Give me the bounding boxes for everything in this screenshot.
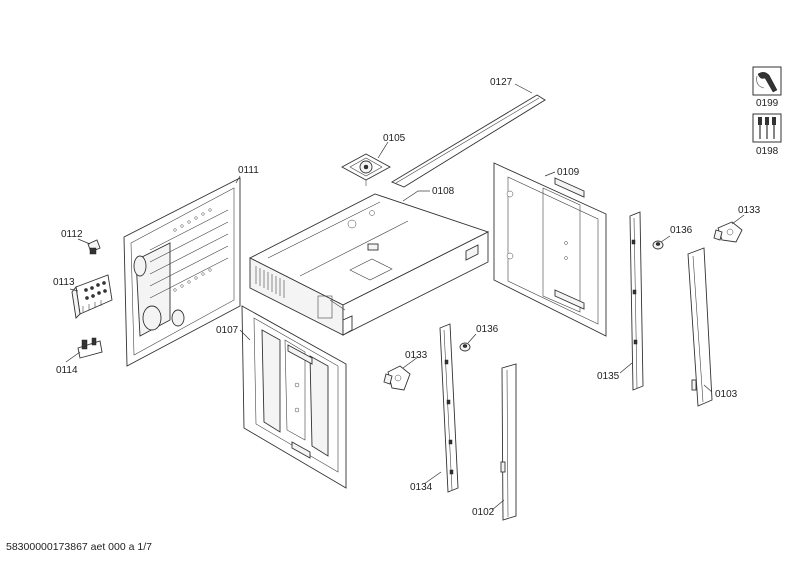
wrench-tool-icon bbox=[752, 66, 782, 96]
label-0133b: 0133 bbox=[738, 205, 761, 216]
part-0136-nut-right bbox=[652, 240, 664, 250]
label-0136a: 0136 bbox=[476, 324, 499, 335]
label-0135: 0135 bbox=[597, 371, 620, 382]
screwdriver-set-icon bbox=[752, 113, 782, 143]
label-0199: 0199 bbox=[756, 98, 779, 109]
part-0108-oven-cavity bbox=[249, 193, 490, 336]
label-0105: 0105 bbox=[383, 133, 406, 144]
label-0113: 0113 bbox=[53, 277, 75, 288]
part-0109-back-panel bbox=[493, 162, 607, 337]
part-0114-hinge-clip bbox=[77, 337, 103, 359]
label-0107: 0107 bbox=[216, 325, 239, 336]
part-0113-control-bracket bbox=[71, 274, 113, 319]
part-0102-cover-strip bbox=[500, 363, 517, 521]
label-0102: 0102 bbox=[472, 507, 495, 518]
part-0103-cover-strip bbox=[687, 247, 713, 407]
label-0127: 0127 bbox=[490, 77, 513, 88]
label-0103: 0103 bbox=[715, 389, 738, 400]
label-0133a: 0133 bbox=[405, 350, 428, 361]
part-0133-hinge-right bbox=[713, 221, 743, 243]
part-0133-hinge-left bbox=[383, 365, 411, 391]
label-0114: 0114 bbox=[56, 365, 78, 376]
label-0198: 0198 bbox=[756, 146, 779, 157]
part-0127-strip bbox=[391, 94, 546, 188]
part-0105-fan bbox=[341, 153, 391, 186]
part-0111-front-frame bbox=[123, 177, 241, 367]
part-0136-nut-left bbox=[459, 342, 471, 352]
part-0134-rail bbox=[439, 323, 459, 493]
part-0135-rail bbox=[629, 211, 644, 391]
label-0112: 0112 bbox=[61, 229, 83, 240]
document-footer: 58300000173867 aet 000 a 1/7 bbox=[6, 541, 152, 553]
label-0111: 0111 bbox=[238, 165, 259, 176]
label-0134: 0134 bbox=[410, 482, 433, 493]
part-0112-clip bbox=[87, 239, 101, 255]
part-0107-side-panel bbox=[241, 305, 347, 489]
label-0136b: 0136 bbox=[670, 225, 693, 236]
label-0108: 0108 bbox=[432, 186, 455, 197]
label-0109: 0109 bbox=[557, 167, 580, 178]
